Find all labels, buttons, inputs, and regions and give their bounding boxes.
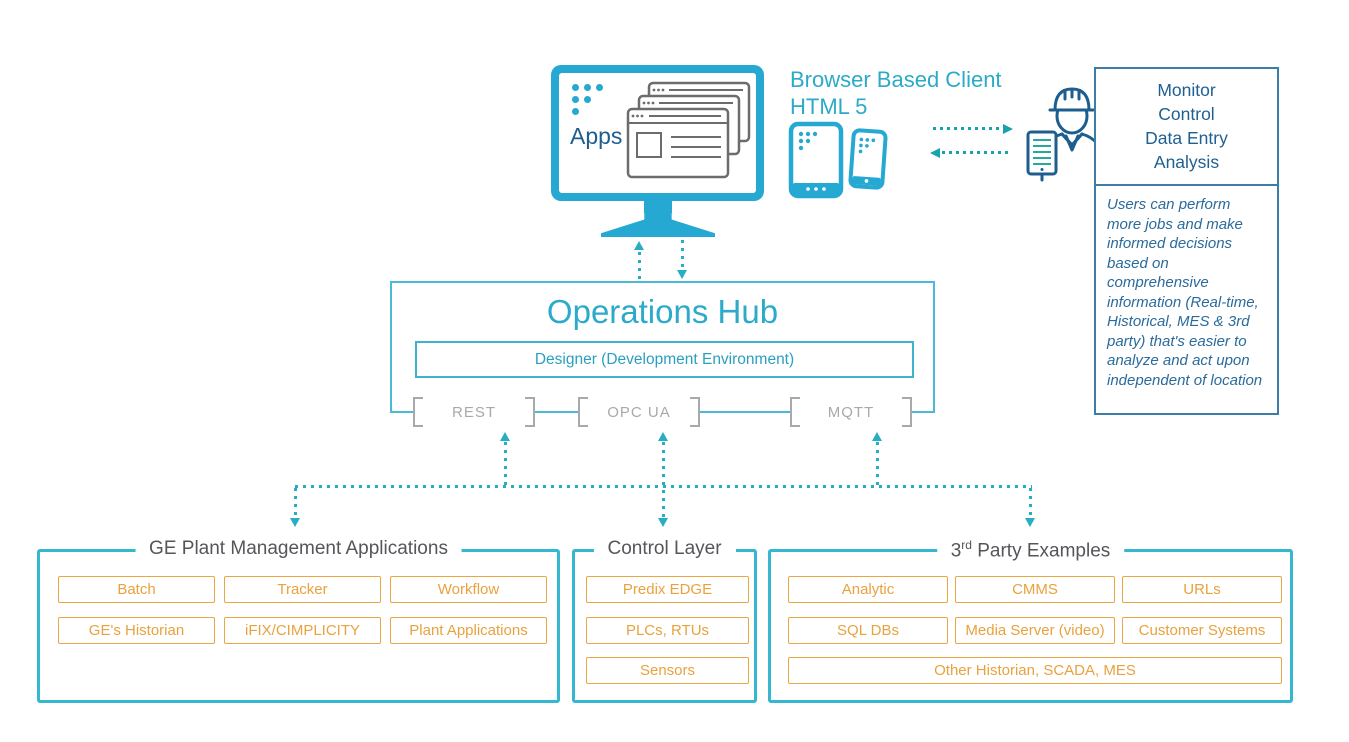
connector-rest-label: REST [451,403,496,421]
operations-hub-title: Operations Hub [546,293,779,330]
connector-mqtt-label: MQTT [827,403,875,421]
item-plcs-rtus: PLCs, RTUs [586,617,749,644]
item-batch: Batch [58,576,215,603]
capability-control: Control [1158,104,1215,124]
connector-rest: REST [413,397,535,427]
arrow-down-icon [1025,518,1035,527]
monitor-to-hub-connector [680,240,684,269]
bracket-right-icon [690,397,700,427]
arrow-down-icon [677,270,687,279]
client-title-line1: Browser Based Client [790,67,1002,92]
browser-windows-icon [626,81,751,179]
client-to-user-connector [933,127,1003,130]
designer-box: Designer (Development Environment) [415,341,914,378]
monitor-stand-base [601,212,715,237]
capability-analysis: Analysis [1153,152,1220,172]
phone-icon [848,128,888,190]
operations-hub-box: Operations Hub Designer (Development Env… [390,281,935,413]
bracket-left-icon [578,397,588,427]
item-other-historian-scada-mes: Other Historian, SCADA, MES [788,657,1282,684]
control-layer-title: Control Layer [593,538,736,560]
tablet-icon [788,121,844,199]
item-media-server: Media Server (video) [955,617,1115,644]
item-ifix-cimplicity: iFIX/CIMPLICITY [224,617,381,644]
monitor-screen: Apps [559,73,756,193]
monitor-icon: Apps [551,65,764,201]
item-sql-dbs: SQL DBs [788,617,948,644]
connector-opcua: OPC UA [578,397,700,427]
arrow-up-icon [872,432,882,441]
control-layer-box: Control Layer Predix EDGE PLCs, RTUs Sen… [572,538,757,703]
arrow-up-icon [658,432,668,441]
item-workflow: Workflow [390,576,547,603]
item-predix-edge: Predix EDGE [586,576,749,603]
capability-monitor: Monitor [1157,80,1216,100]
item-urls: URLs [1122,576,1282,603]
arrow-up-icon [634,241,644,250]
bracket-left-icon [790,397,800,427]
client-title-line2: HTML 5 [790,94,868,119]
bracket-left-icon [413,397,423,427]
rest-riser-connector [503,442,507,487]
user-capabilities-panel: Monitor Control Data Entry Analysis User… [1094,67,1279,415]
user-capabilities: Monitor Control Data Entry Analysis [1096,69,1277,186]
client-title: Browser Based Client HTML 5 [790,66,1002,120]
item-ges-historian: GE's Historian [58,617,215,644]
item-tracker: Tracker [224,576,381,603]
designer-label: Designer (Development Environment) [534,350,795,368]
bracket-right-icon [525,397,535,427]
third-party-box: 3rd Party Examples Analytic CMMS URLs SQ… [768,538,1293,703]
capability-dataentry: Data Entry [1145,128,1228,148]
item-sensors: Sensors [586,657,749,684]
arrow-down-icon [290,518,300,527]
item-cmms: CMMS [955,576,1115,603]
monitor-stand-neck [644,200,672,213]
arrow-up-icon [500,432,510,441]
third-party-title: 3rd Party Examples [936,538,1125,563]
hub-to-monitor-connector [637,252,641,280]
user-description: Users can perform more jobs and make inf… [1107,196,1263,389]
item-plant-applications: Plant Applications [390,617,547,644]
apps-label: Apps [570,123,623,149]
connector-mqtt: MQTT [790,397,912,427]
thirdparty-drop-connector [1028,488,1032,518]
mqtt-riser-connector [875,442,879,487]
user-to-client-connector [942,151,1010,154]
item-customer-systems: Customer Systems [1122,617,1282,644]
worker-clipboard-icon [1026,87,1104,182]
ge-plant-apps-title: GE Plant Management Applications [135,538,462,560]
opcua-riser-connector [661,442,665,518]
bracket-right-icon [902,397,912,427]
ge-drop-connector [293,488,297,518]
connector-opcua-label: OPC UA [607,403,671,421]
arrow-left-icon [930,148,940,158]
arrow-down-icon [658,518,668,527]
item-analytic: Analytic [788,576,948,603]
bus-connector [295,485,1032,488]
ge-plant-apps-box: GE Plant Management Applications Batch T… [37,538,560,703]
arrow-right-icon [1003,124,1013,134]
